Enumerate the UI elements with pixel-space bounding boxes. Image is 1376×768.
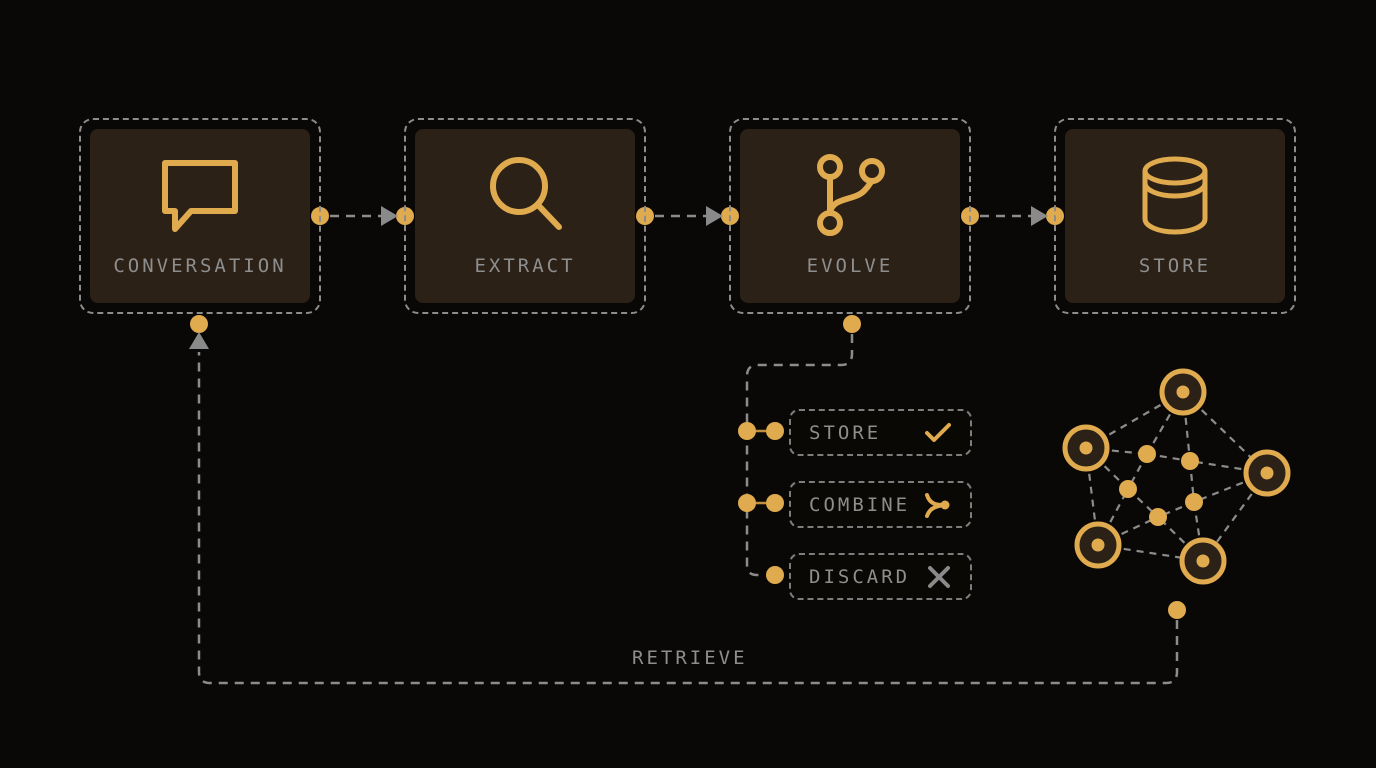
decision-combine[interactable]: COMBINE (789, 481, 972, 528)
stage-evolve[interactable]: EVOLVE (729, 118, 971, 314)
graph-edge (1097, 488, 1129, 546)
branch-stubs (756, 429, 766, 505)
connector-dot (843, 315, 861, 333)
evolve-branch-trunk (745, 334, 854, 577)
stage-conversation[interactable]: CONVERSATION (79, 118, 321, 314)
graph-node-core (1176, 385, 1190, 399)
graph-tail-dot (1168, 601, 1186, 619)
connector-dot (738, 494, 756, 512)
graph-node-core (1091, 538, 1105, 552)
database-icon (1065, 149, 1285, 241)
stage-conversation-inner: CONVERSATION (90, 129, 310, 303)
connector-arrowhead (189, 332, 209, 349)
connector-dot (766, 422, 784, 440)
decision-store-label: STORE (809, 421, 882, 444)
stage-store-inner: STORE (1065, 129, 1285, 303)
graph-edge (1157, 516, 1204, 562)
connector-dot (766, 566, 784, 584)
graph-node-small[interactable] (1181, 452, 1199, 470)
check-icon (924, 421, 952, 445)
stage-extract[interactable]: EXTRACT (404, 118, 646, 314)
retrieve-path (197, 352, 1179, 685)
graph-nodes (1062, 368, 1291, 619)
graph-node-small[interactable] (1149, 508, 1167, 526)
git-branch-icon (740, 149, 960, 241)
stage-store-label: STORE (1138, 255, 1212, 277)
connector-arrowhead (1031, 206, 1048, 226)
graph-edge (1085, 446, 1148, 456)
decision-store[interactable]: STORE (789, 409, 972, 456)
connector-dot (766, 494, 784, 512)
retrieve-label: RETRIEVE (632, 647, 748, 669)
graph-node-core (1079, 441, 1093, 455)
speech-bubble-icon (90, 149, 310, 241)
stage-evolve-label: EVOLVE (806, 255, 894, 277)
decision-discard-label: DISCARD (809, 565, 911, 588)
stage-evolve-inner: EVOLVE (740, 129, 960, 303)
graph-node-small[interactable] (1185, 493, 1203, 511)
branch-trunk-path (745, 334, 854, 577)
decision-discard[interactable]: DISCARD (789, 553, 972, 600)
connector-arrows (189, 206, 1048, 349)
graph-edge (1085, 447, 1129, 490)
stage-extract-inner: EXTRACT (415, 129, 635, 303)
graph-node-core (1196, 554, 1210, 568)
graph-edge (1192, 501, 1205, 562)
retrieve-loop (197, 352, 1179, 685)
stage-extract-label: EXTRACT (474, 255, 576, 277)
stage-store[interactable]: STORE (1054, 118, 1296, 314)
stage-conversation-label: CONVERSATION (113, 255, 287, 277)
connector-arrowhead (381, 206, 398, 226)
graph-node-core (1260, 466, 1274, 480)
graph-edge (1181, 391, 1192, 462)
graph-node-small[interactable] (1119, 480, 1137, 498)
connector-dot (190, 315, 208, 333)
decision-combine-label: COMBINE (809, 493, 911, 516)
connector-dot (738, 422, 756, 440)
connector-arrowhead (706, 206, 723, 226)
magnifier-icon (415, 149, 635, 241)
graph-edge (1097, 516, 1159, 546)
merge-icon (922, 490, 952, 520)
graph-node-small[interactable] (1138, 445, 1156, 463)
cross-icon (926, 564, 952, 590)
